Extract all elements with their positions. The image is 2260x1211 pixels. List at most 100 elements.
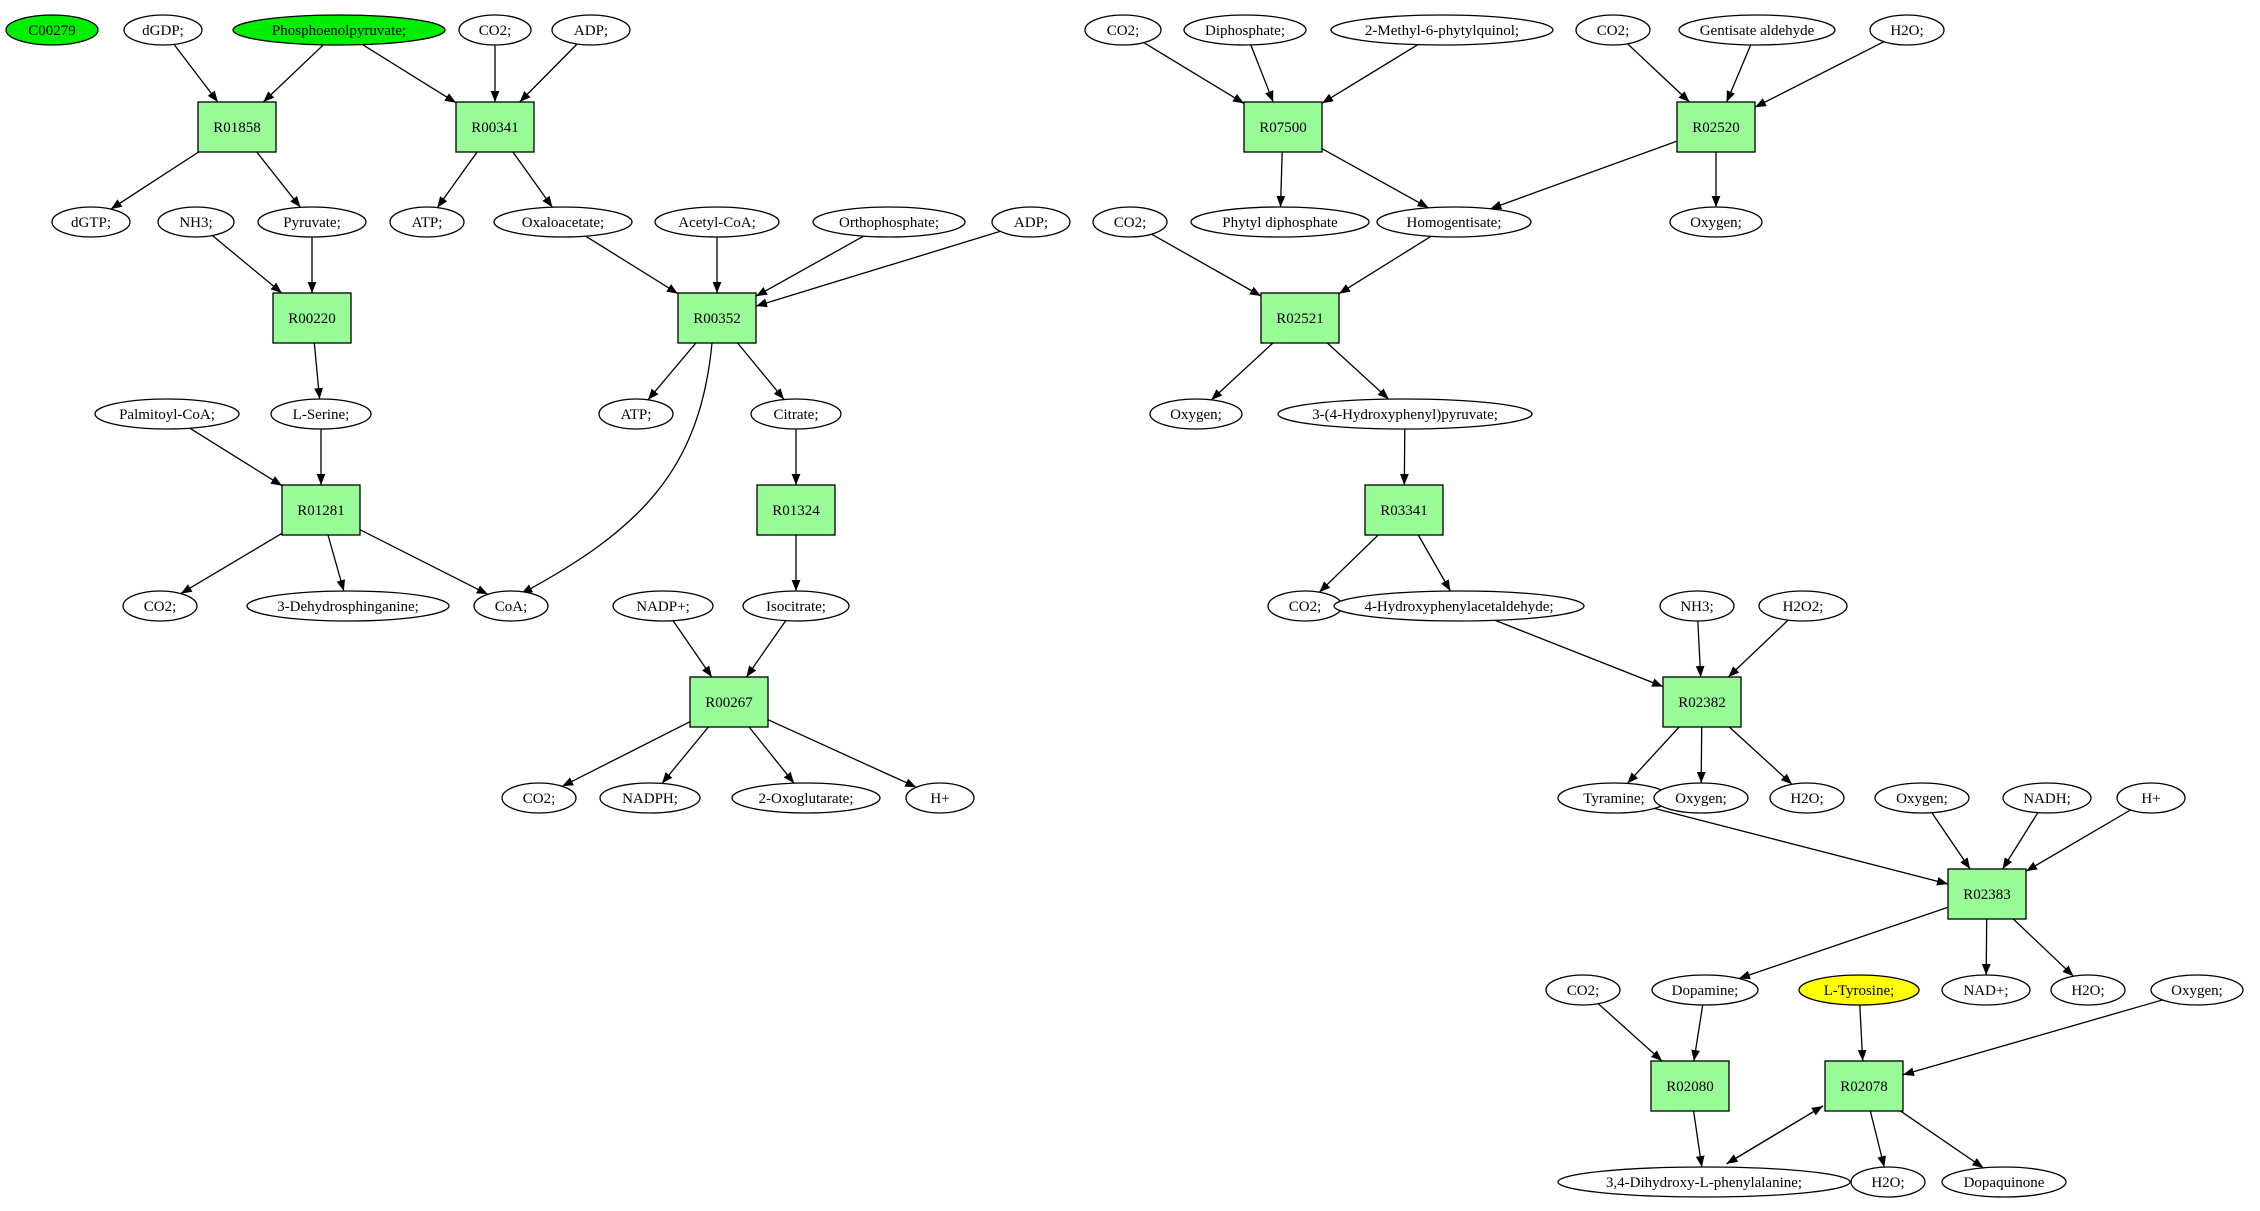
compound-node-nh3_b[interactable]: NH3; [1659, 590, 1735, 622]
node-label: Dopaquinone [1964, 1175, 2045, 1191]
compound-ellipse [1850, 1166, 1926, 1198]
compound-node-adp_b[interactable]: ADP; [991, 206, 1071, 238]
compound-node-diphosphate[interactable]: Diphosphate; [1183, 14, 1307, 46]
reaction-node-r00267[interactable]: R00267 [689, 676, 769, 728]
compound-node-co2_c[interactable]: CO2; [501, 782, 577, 814]
reaction-node-r02080[interactable]: R02080 [1650, 1060, 1730, 1112]
compound-node-co2_f[interactable]: CO2; [1092, 206, 1168, 238]
compound-ellipse [51, 206, 131, 238]
reaction-node-r00220[interactable]: R00220 [272, 292, 352, 344]
compound-node-dopamine[interactable]: Dopamine; [1651, 974, 1759, 1006]
reaction-node-r02382[interactable]: R02382 [1662, 676, 1742, 728]
compound-node-h2o_d[interactable]: H2O; [1850, 1166, 1926, 1198]
node-label: CO2; [1114, 215, 1147, 231]
compound-node-lserine[interactable]: L-Serine; [270, 398, 372, 430]
compound-ellipse [473, 590, 549, 622]
compound-node-hplus_a[interactable]: H+ [905, 782, 975, 814]
compound-node-h2o_b[interactable]: H2O; [1769, 782, 1845, 814]
compound-node-co2_g[interactable]: CO2; [1267, 590, 1343, 622]
compound-node-dopa[interactable]: 3,4-Dihydroxy-L-phenylalanine; [1557, 1166, 1851, 1198]
compound-node-co2_h[interactable]: CO2; [1545, 974, 1621, 1006]
reaction-box [756, 484, 836, 536]
compound-node-ltyrosine[interactable]: L-Tyrosine; [1798, 974, 1920, 1006]
compound-node-coa[interactable]: CoA; [473, 590, 549, 622]
compound-node-orthophosphate[interactable]: Orthophosphate; [812, 206, 966, 238]
compound-node-atp_b[interactable]: ATP; [598, 398, 674, 430]
node-label: L-Tyrosine; [1824, 983, 1895, 999]
node-label: 2-Methyl-6-phytylquinol; [1365, 23, 1519, 39]
reaction-box [1260, 292, 1340, 344]
reaction-node-r01324[interactable]: R01324 [756, 484, 836, 536]
reaction-node-r00352[interactable]: R00352 [677, 292, 757, 344]
compound-node-oxygen_b[interactable]: Oxygen; [1149, 398, 1243, 430]
reaction-node-r01281[interactable]: R01281 [281, 484, 361, 536]
compound-node-dgdp[interactable]: dGDP; [123, 14, 203, 46]
edge-diphosphate-to-r07500 [1250, 44, 1274, 103]
compound-node-hpacetaldehyde[interactable]: 4-Hydroxyphenylacetaldehyde; [1333, 590, 1585, 622]
compound-node-adp_a[interactable]: ADP; [551, 14, 631, 46]
edge-methylphytyl-to-r07500 [1321, 44, 1419, 104]
compound-node-oxaloacetate[interactable]: Oxaloacetate; [493, 206, 633, 238]
compound-node-c00279[interactable]: C00279 [5, 14, 99, 46]
compound-node-pyruvate[interactable]: Pyruvate; [257, 206, 367, 238]
compound-node-dehydrosphinganine[interactable]: 3-Dehydrosphinganine; [246, 590, 450, 622]
compound-node-palmitoylcoa[interactable]: Palmitoyl-CoA; [94, 398, 240, 430]
compound-node-co2_a[interactable]: CO2; [458, 14, 532, 46]
node-label: Oxygen; [1675, 791, 1727, 807]
edge-r02383-to-nadplus [1981, 918, 1991, 976]
reaction-node-r07500[interactable]: R07500 [1243, 101, 1323, 153]
compound-node-pep[interactable]: Phosphoenolpyruvate; [232, 14, 446, 46]
node-label: C00279 [28, 23, 76, 39]
reaction-box [1676, 101, 1756, 153]
compound-node-nh3_a[interactable]: NH3; [157, 206, 235, 238]
edge-r01858-to-dgtp [110, 151, 199, 210]
reaction-node-r02520[interactable]: R02520 [1676, 101, 1756, 153]
compound-node-homogentisate[interactable]: Homogentisate; [1376, 206, 1532, 238]
node-label: CoA; [495, 599, 528, 615]
compound-node-oxygen_a[interactable]: Oxygen; [1669, 206, 1763, 238]
compound-node-tyramine[interactable]: Tyramine; [1557, 782, 1671, 814]
compound-node-nadh[interactable]: NADH; [2002, 782, 2092, 814]
compound-node-hplus_b[interactable]: H+ [2116, 782, 2186, 814]
compound-node-h2o_a[interactable]: H2O; [1869, 14, 1945, 46]
compound-node-methylphytyl[interactable]: 2-Methyl-6-phytylquinol; [1330, 14, 1554, 46]
reaction-node-r02383[interactable]: R02383 [1947, 868, 2027, 920]
compound-node-dgtp[interactable]: dGTP; [51, 206, 131, 238]
compound-node-oxoglutarate[interactable]: 2-Oxoglutarate; [731, 782, 881, 814]
node-label: L-Serine; [293, 407, 350, 423]
compound-node-oxygen_e[interactable]: Oxygen; [2150, 974, 2244, 1006]
compound-node-co2_e[interactable]: CO2; [1575, 14, 1651, 46]
compound-node-citrate[interactable]: Citrate; [750, 398, 842, 430]
compound-ellipse [742, 590, 850, 622]
reaction-node-r02521[interactable]: R02521 [1260, 292, 1340, 344]
compound-ellipse [1084, 14, 1162, 46]
compound-node-co2_d[interactable]: CO2; [1084, 14, 1162, 46]
edge-dgdp-to-r01858 [173, 44, 219, 103]
reaction-node-r01858[interactable]: R01858 [197, 101, 277, 153]
compound-node-nadp[interactable]: NADP+; [612, 590, 714, 622]
compound-node-nadplus[interactable]: NAD+; [1941, 974, 2031, 1006]
compound-node-h2o2[interactable]: H2O2; [1758, 590, 1848, 622]
reaction-node-r02078[interactable]: R02078 [1824, 1060, 1904, 1112]
compound-node-isocitrate[interactable]: Isocitrate; [742, 590, 850, 622]
edge-adp_a-to-r00341 [519, 43, 578, 103]
edge-r02382-to-tyramine [1626, 726, 1680, 784]
compound-node-oxygen_d[interactable]: Oxygen; [1874, 782, 1970, 814]
compound-node-atp_a[interactable]: ATP; [389, 206, 465, 238]
edge-r02078-to-dopaquinone [1900, 1110, 1984, 1169]
compound-node-nadph[interactable]: NADPH; [599, 782, 701, 814]
compound-ellipse [1941, 1166, 2067, 1198]
compound-node-dopaquinone[interactable]: Dopaquinone [1941, 1166, 2067, 1198]
edge-r07500-to-homogentisate [1321, 148, 1429, 209]
reaction-node-r00341[interactable]: R00341 [455, 101, 535, 153]
edge-r03341-to-co2_g [1318, 534, 1379, 593]
compound-node-gentisate[interactable]: Gentisate aldehyde [1678, 14, 1836, 46]
compound-node-co2_b[interactable]: CO2; [122, 590, 198, 622]
compound-node-phytyldiphosphate[interactable]: Phytyl diphosphate [1190, 206, 1370, 238]
compound-node-oxygen_c[interactable]: Oxygen; [1653, 782, 1749, 814]
reaction-node-r03341[interactable]: R03341 [1364, 484, 1444, 536]
compound-node-h2o_c[interactable]: H2O; [2050, 974, 2126, 1006]
compound-ellipse [257, 206, 367, 238]
compound-node-acetylcoa[interactable]: Acetyl-CoA; [654, 206, 780, 238]
compound-node-hppyruvate[interactable]: 3-(4-Hydroxyphenyl)pyruvate; [1277, 398, 1533, 430]
